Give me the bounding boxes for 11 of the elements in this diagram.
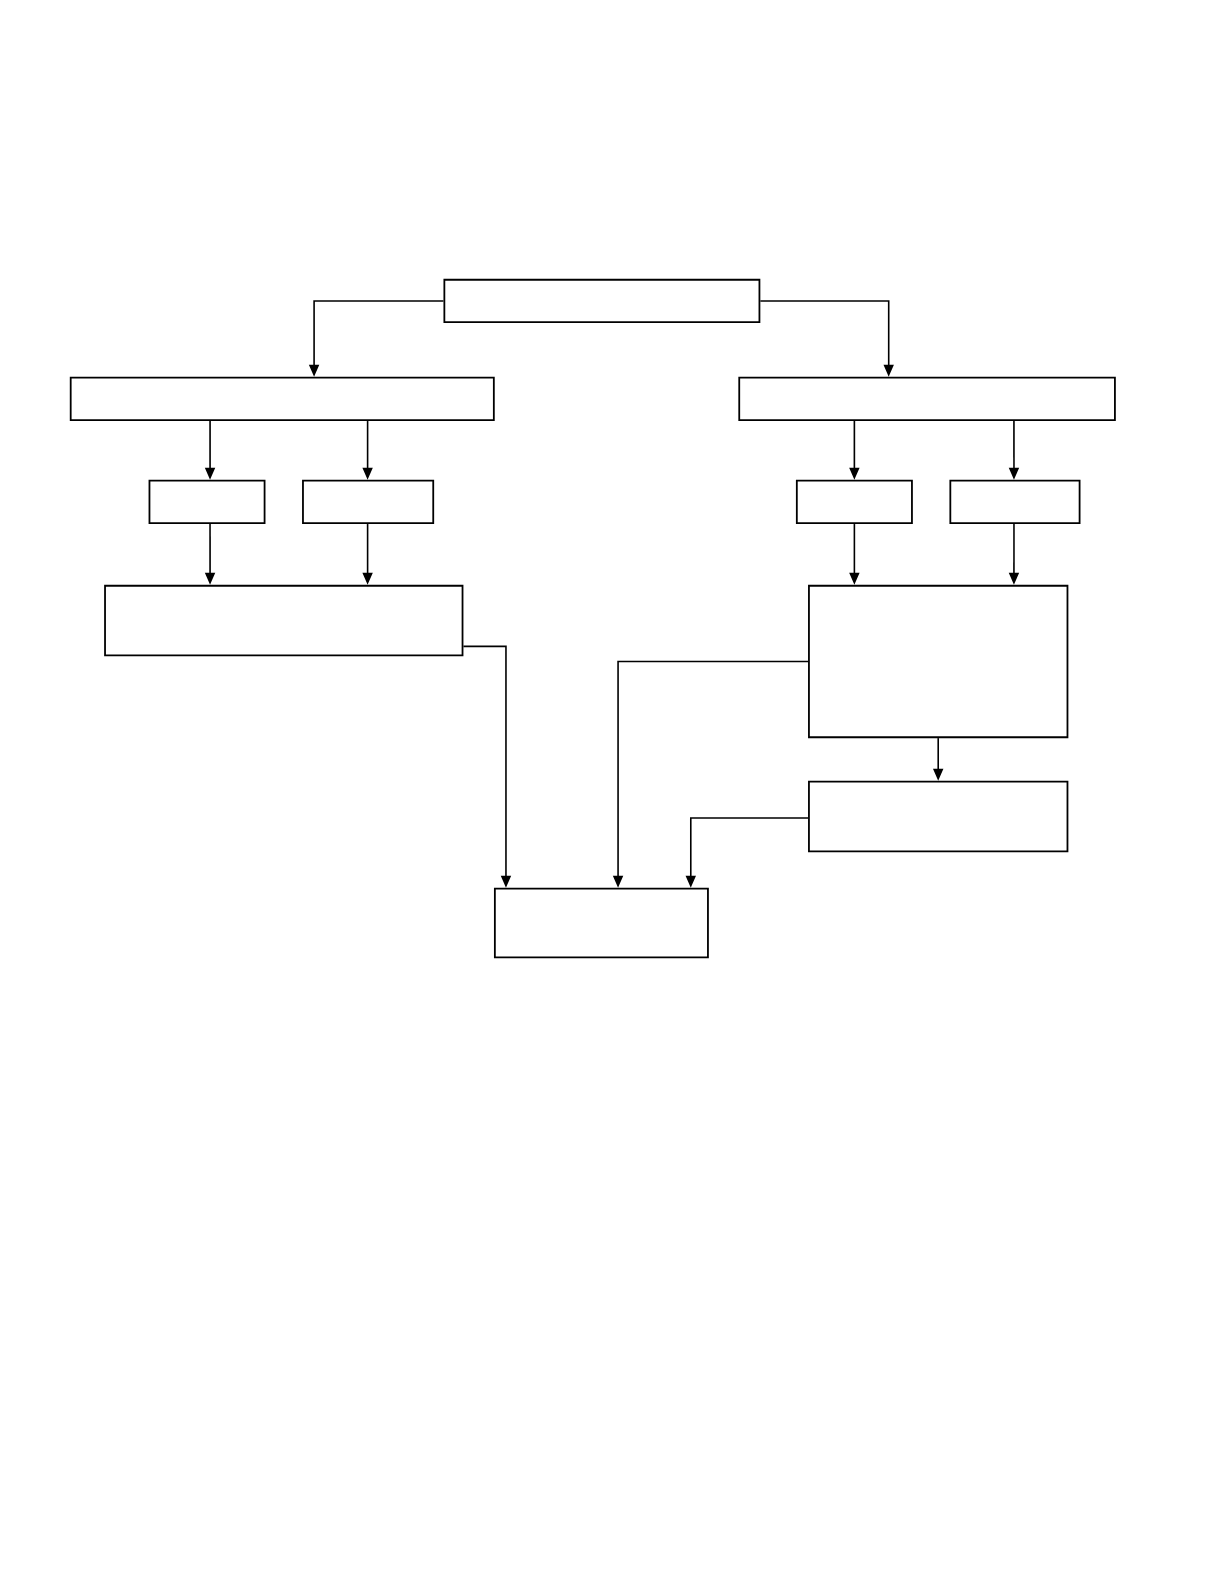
process-box xyxy=(493,887,709,959)
process-box xyxy=(302,479,435,525)
process-box xyxy=(738,376,1116,422)
process-box xyxy=(808,780,1069,853)
process-box xyxy=(808,584,1069,739)
process-box xyxy=(795,479,913,525)
process-box xyxy=(949,479,1081,525)
process-box xyxy=(148,479,266,525)
process-box xyxy=(443,278,761,324)
process-box xyxy=(69,376,495,422)
process-box xyxy=(104,584,464,657)
